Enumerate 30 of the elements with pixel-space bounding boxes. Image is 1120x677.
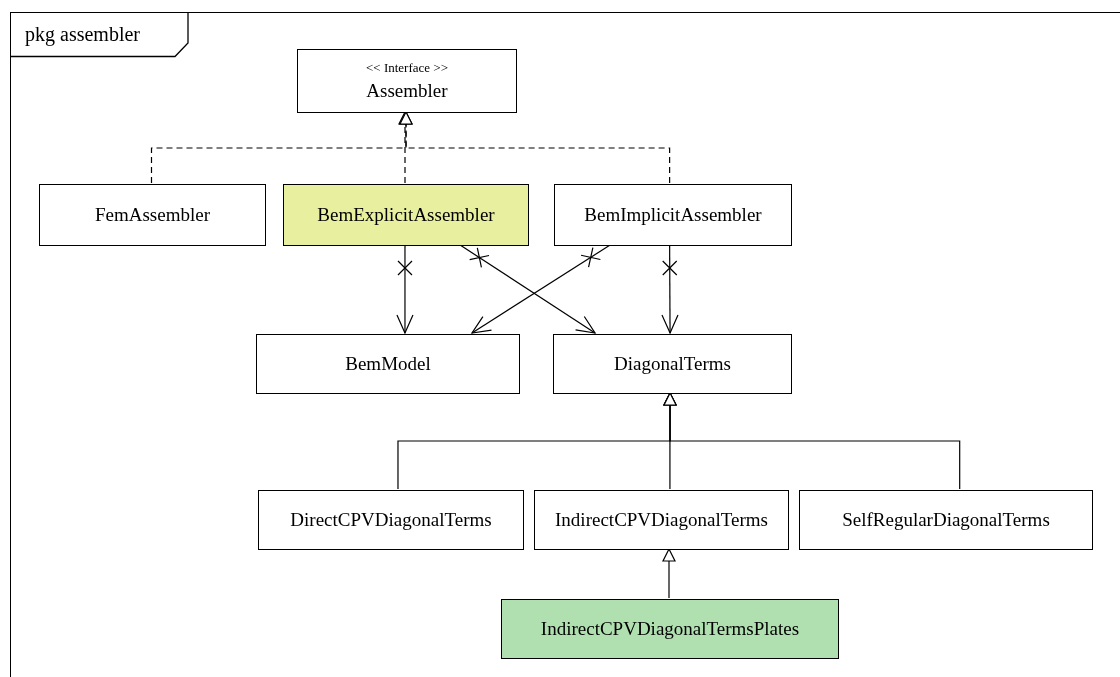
- class-box: [258, 490, 524, 550]
- class-name: BemExplicitAssembler: [317, 204, 495, 226]
- class-box: [554, 184, 792, 246]
- association-arrow: [459, 244, 596, 334]
- class-name: DiagonalTerms: [614, 353, 731, 375]
- class-name: Assembler: [366, 80, 448, 102]
- class-box: [799, 490, 1093, 550]
- interface-box: [297, 49, 517, 113]
- class-box: [501, 599, 839, 659]
- class-name: FemAssembler: [94, 204, 210, 226]
- generalization-arrow: [662, 548, 676, 599]
- package-frame: [10, 12, 1120, 677]
- stereotype-label: << Interface >>: [366, 60, 448, 76]
- realization-arrow: [399, 111, 671, 184]
- class-box: [283, 184, 529, 246]
- class-box: [534, 490, 789, 550]
- class-name: BemModel: [345, 353, 431, 375]
- class-name: IndirectCPVDiagonalTerms: [555, 509, 768, 531]
- class-name: DirectCPVDiagonalTerms: [290, 509, 492, 531]
- association-arrow: [471, 244, 611, 334]
- class-box: [553, 334, 792, 394]
- class-name: IndirectCPVDiagonalTermsPlates: [540, 618, 800, 640]
- association-arrow: [396, 244, 414, 334]
- class-box: [39, 184, 266, 246]
- association-arrow: [661, 244, 679, 334]
- class-name: BemImplicitAssembler: [584, 204, 762, 226]
- generalization-arrow: [663, 392, 961, 490]
- class-name: SelfRegularDiagonalTerms: [842, 509, 1050, 531]
- class-box: [256, 334, 520, 394]
- package-name: pkg assembler: [25, 23, 140, 46]
